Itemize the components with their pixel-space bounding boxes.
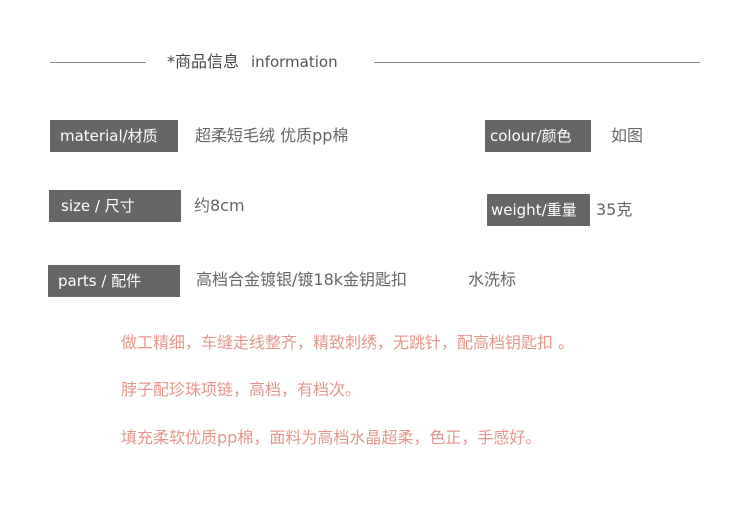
spec-value-parts-extra: 水洗标 [468, 270, 517, 289]
header-title-cn: *商品信息 [167, 52, 240, 71]
spec-label-size: size / 尺寸 [49, 190, 181, 222]
spec-value-size: 约8cm [194, 196, 245, 215]
header-title-en: information [251, 53, 338, 71]
header-rule-right [374, 62, 700, 63]
spec-label-parts: parts / 配件 [48, 265, 180, 297]
spec-value-material: 超柔短毛绒 优质pp棉 [195, 126, 349, 145]
spec-label-material: material/材质 [50, 120, 178, 152]
description-line-3: 填充柔软优质pp棉，面料为高档水晶超柔，色正，手感好。 [121, 428, 542, 447]
spec-value-parts: 高档合金镀银/镀18k金钥匙扣 [196, 270, 408, 289]
spec-value-weight: 35克 [596, 200, 633, 219]
section-header: *商品信息 information [167, 52, 338, 72]
spec-label-colour: colour/颜色 [485, 120, 591, 152]
header-rule-left [50, 62, 146, 63]
spec-label-weight: weight/重量 [487, 194, 590, 226]
spec-value-colour: 如图 [611, 126, 644, 145]
description-line-2: 脖子配珍珠项链，高档，有档次。 [121, 380, 362, 399]
description-line-1: 做工精细，车缝走线整齐，精致刺绣，无跳针，配高档钥匙扣 。 [121, 333, 575, 352]
